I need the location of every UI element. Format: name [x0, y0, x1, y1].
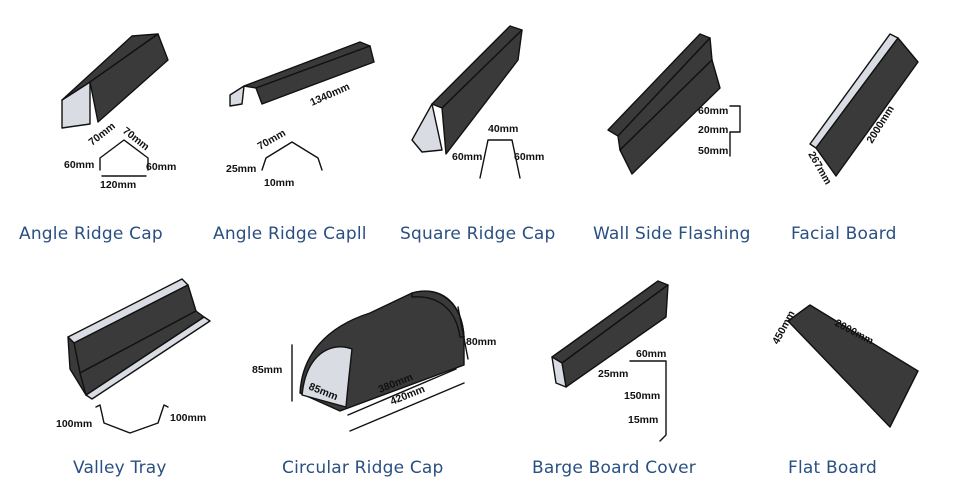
dimension-label: 60mm [146, 161, 176, 173]
wall-side-flashing-illustration: 60mm 20mm 50mm [607, 33, 741, 175]
dimension-label: 60mm [514, 151, 544, 163]
square-ridge-cap-illustration: 40mm 60mm 60mm [411, 25, 544, 179]
dimension-label: 60mm [452, 151, 482, 163]
caption-barge-board-cover: Barge Board Cover [532, 458, 696, 478]
dimension-label: 150mm [624, 390, 660, 402]
dimension-label: 15mm [628, 414, 658, 426]
dimension-label: 60mm [698, 105, 728, 117]
dimension-label: 80mm [466, 336, 496, 348]
dimension-label: 100mm [56, 418, 92, 430]
dimension-label: 40mm [488, 123, 518, 135]
angle-ridge-capll-illustration: 1340mm 70mm 25mm 10mm [226, 41, 375, 189]
caption-angle-ridge-cap: Angle Ridge Cap [19, 224, 163, 244]
dimension-label: 120mm [100, 179, 136, 191]
dimension-label: 60mm [64, 159, 94, 171]
dimension-label: 70mm [86, 120, 117, 148]
caption-valley-tray: Valley Tray [73, 458, 167, 478]
flat-board-illustration: 450mm 2000mm [770, 304, 919, 428]
dimension-label: 70mm [256, 127, 288, 153]
dimension-label: 25mm [226, 163, 256, 175]
valley-tray-illustration: 100mm 100mm [56, 278, 211, 434]
dimension-label: 100mm [170, 412, 206, 424]
dimension-label: 25mm [598, 368, 628, 380]
caption-square-ridge-cap: Square Ridge Cap [400, 224, 556, 244]
barge-board-cover-illustration: 60mm 25mm 150mm 15mm [551, 280, 669, 442]
dimension-label: 20mm [698, 124, 728, 136]
dimension-label: 50mm [698, 145, 728, 157]
caption-facial-board: Facial Board [791, 224, 897, 244]
dimension-label: 85mm [252, 364, 282, 376]
caption-wall-side-flashing: Wall Side Flashing [593, 224, 751, 244]
caption-flat-board: Flat Board [788, 458, 877, 478]
caption-circular-ridge-cap: Circular Ridge Cap [282, 458, 444, 478]
dimension-label: 10mm [264, 177, 294, 189]
angle-ridge-cap-illustration: 70mm 70mm 60mm 60mm 120mm [61, 33, 176, 191]
caption-angle-ridge-capll: Angle Ridge Capll [213, 224, 367, 244]
circular-ridge-cap-illustration: 85mm 85mm 380mm 420mm 80mm [252, 290, 496, 432]
facial-board-illustration: 2000mm 267mm [805, 33, 919, 187]
dimension-label: 60mm [636, 348, 666, 360]
